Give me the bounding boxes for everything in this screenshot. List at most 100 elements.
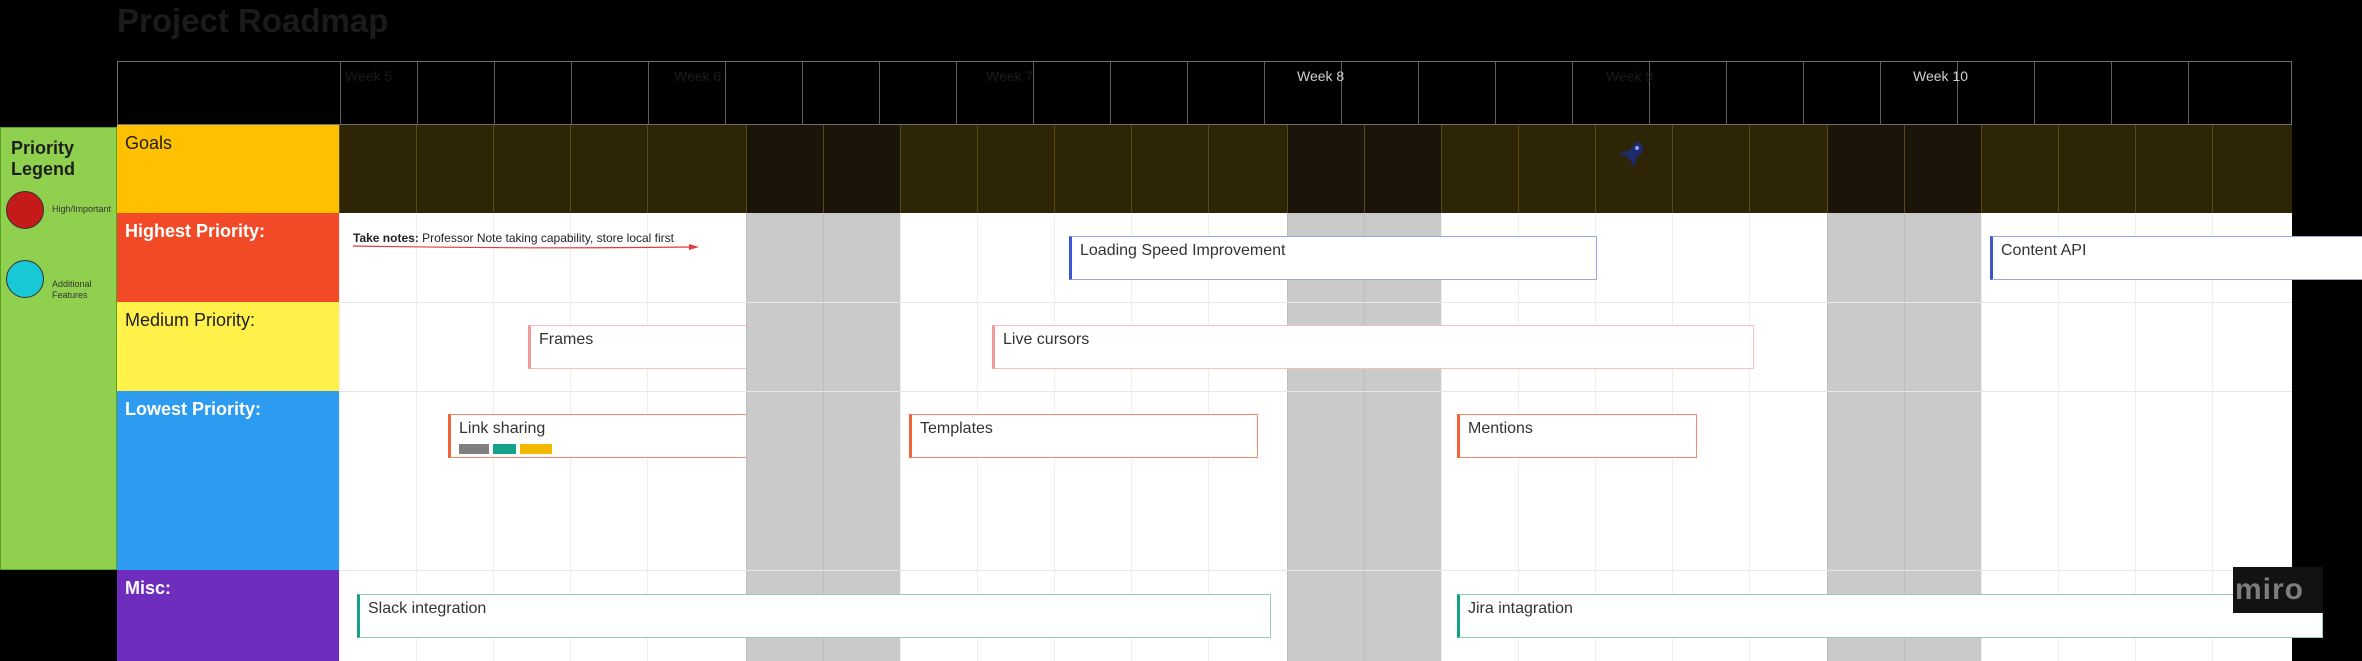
- week-label: Week 6: [674, 68, 722, 84]
- goals-cell: [1672, 125, 1749, 213]
- goals-cell: [823, 125, 900, 213]
- card-templates[interactable]: Templates: [909, 414, 1258, 458]
- goals-cell: [493, 125, 570, 213]
- tag-yellow: [520, 444, 552, 454]
- header-cell: [879, 62, 956, 125]
- header-cell: [1880, 62, 1957, 125]
- goals-cell: [570, 125, 647, 213]
- header-cell: [1110, 62, 1187, 125]
- card-content-api[interactable]: Content API: [1990, 236, 2362, 280]
- grid-column: [1749, 213, 1827, 661]
- rocket-icon[interactable]: [1617, 139, 1647, 169]
- card-link-sharing[interactable]: Link sharing: [448, 414, 746, 458]
- card-live-cursors[interactable]: Live cursors: [992, 325, 1754, 369]
- row-divider: [339, 302, 2292, 303]
- goals-cell: [1904, 125, 1981, 213]
- legend-dot-additional: [6, 260, 44, 298]
- weekend-column: [1827, 213, 1904, 661]
- card-slack-integration[interactable]: Slack integration: [357, 594, 1271, 638]
- row-divider: [339, 570, 2292, 571]
- card-jira-integration[interactable]: Jira intagration: [1457, 594, 2323, 638]
- goals-cell: [416, 125, 493, 213]
- tag-green: [493, 444, 516, 454]
- goals-cell: [647, 125, 724, 213]
- header-cell: [2188, 62, 2265, 125]
- goals-cell: [1981, 125, 2058, 213]
- goals-cell: [1131, 125, 1208, 213]
- week-label: Week 10: [1913, 68, 1968, 84]
- goals-cell: [339, 125, 416, 213]
- header-cell: [1033, 62, 1110, 125]
- goals-cell: [1518, 125, 1595, 213]
- row-label-medium-priority: Medium Priority:: [117, 302, 339, 391]
- header-cell: [1649, 62, 1726, 125]
- take-notes-arrow: [353, 244, 699, 250]
- tag-gray: [459, 444, 489, 454]
- goals-cell: [1827, 125, 1904, 213]
- goals-cell: [2058, 125, 2135, 213]
- grid-column: [1981, 213, 2058, 661]
- header-cell: [725, 62, 802, 125]
- week-label: Week 5: [345, 68, 393, 84]
- weekend-column: [746, 213, 823, 661]
- card-mentions[interactable]: Mentions: [1457, 414, 1697, 458]
- grid-column: [2058, 213, 2135, 661]
- goals-cell: [1287, 125, 1364, 213]
- week-label: Week 7: [986, 68, 1034, 84]
- header-cell: [648, 62, 725, 125]
- weekend-column: [823, 213, 900, 661]
- header-cell: [1803, 62, 1880, 125]
- header-cell: [1572, 62, 1649, 125]
- goals-cell: [1749, 125, 1826, 213]
- take-notes-item[interactable]: Take notes: Professor Note taking capabi…: [353, 231, 674, 245]
- header-cell: [956, 62, 1033, 125]
- weekend-column: [1904, 213, 1981, 661]
- grid-column: [2212, 213, 2292, 661]
- row-divider: [339, 391, 2292, 392]
- header-cell: [802, 62, 879, 125]
- grid-column: [339, 213, 416, 661]
- card-link-sharing-label: Link sharing: [459, 420, 546, 437]
- row-label-highest-priority: Highest Priority:: [117, 213, 339, 302]
- header-cell: [1187, 62, 1264, 125]
- page-title: Project Roadmap: [117, 2, 389, 39]
- week-header: Week 5 Week 6 Week 7 Week 8 Week 9 Week …: [117, 61, 2292, 125]
- header-cell: [1264, 62, 1341, 125]
- header-cell: [2034, 62, 2111, 125]
- week-label: Week 9: [1606, 68, 1654, 84]
- row-label-goals: Goals: [117, 125, 339, 213]
- grid-column: [2135, 213, 2212, 661]
- goals-cell: [1441, 125, 1518, 213]
- goals-cell: [2212, 125, 2292, 213]
- goals-cell: [1364, 125, 1441, 213]
- goals-cell: [977, 125, 1054, 213]
- legend-label-high: High/Important: [52, 204, 112, 214]
- header-cell: [571, 62, 648, 125]
- goals-band: [339, 125, 2292, 213]
- legend-title: Priority Legend: [11, 138, 76, 179]
- header-cell: [417, 62, 494, 125]
- goals-cell: [900, 125, 977, 213]
- goals-cell: [1054, 125, 1131, 213]
- weekend-column: [1287, 213, 1364, 661]
- grid-column: [900, 213, 977, 661]
- row-label-lowest-priority: Lowest Priority:: [117, 391, 339, 570]
- card-loading-speed[interactable]: Loading Speed Improvement: [1069, 236, 1597, 280]
- legend-dot-high: [6, 191, 44, 229]
- weekend-column: [1364, 213, 1441, 661]
- take-notes-label: Take notes:: [353, 231, 419, 245]
- card-frames[interactable]: Frames: [528, 325, 746, 369]
- grid-column: [416, 213, 493, 661]
- header-cell: [1495, 62, 1572, 125]
- goals-cell: [2135, 125, 2212, 213]
- header-cell: [494, 62, 571, 125]
- priority-legend: Priority Legend High/Important Additiona…: [0, 127, 117, 570]
- grid-column: [1441, 213, 1518, 661]
- goals-cell: [746, 125, 823, 213]
- miro-logo: miro: [2233, 567, 2323, 613]
- take-notes-text: Professor Note taking capability, store …: [418, 231, 675, 245]
- header-cell: [1726, 62, 1803, 125]
- header-cell: [1418, 62, 1495, 125]
- row-label-misc: Misc:: [117, 570, 339, 661]
- goals-cell: [1208, 125, 1285, 213]
